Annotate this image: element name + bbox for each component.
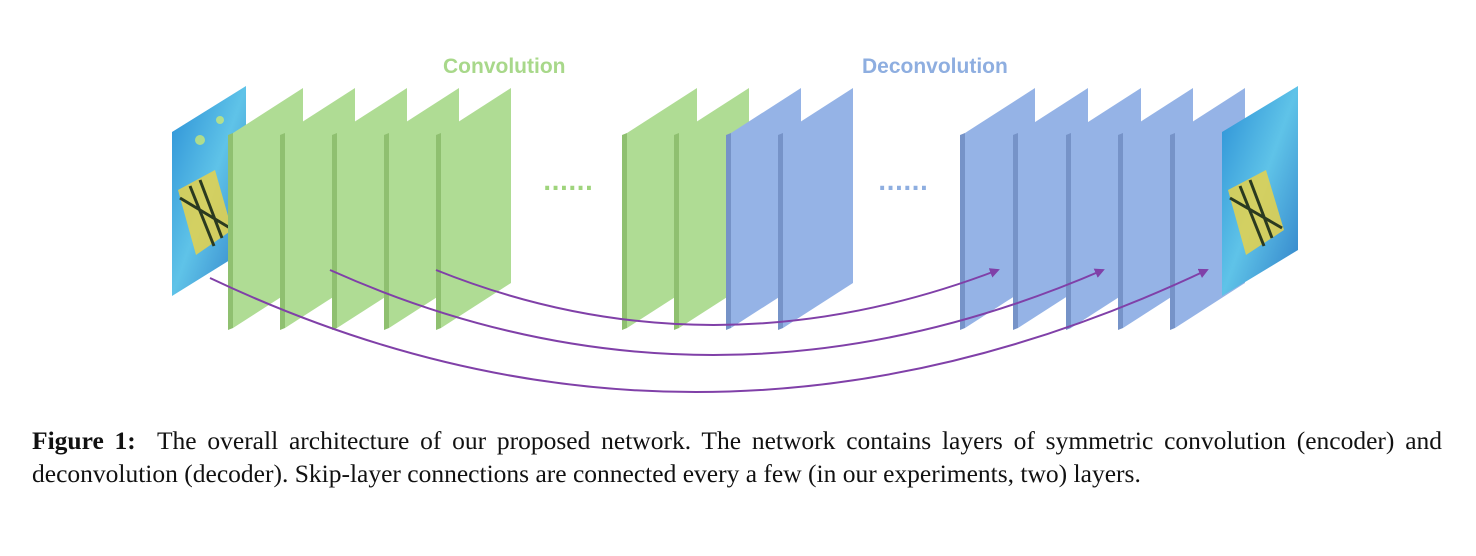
output-image — [1222, 86, 1298, 296]
figure-caption: Figure 1: The overall architecture of ou… — [32, 424, 1442, 490]
deconv-ellipsis: ...... — [878, 171, 928, 196]
caption-text: The overall architecture of our proposed… — [32, 426, 1443, 488]
skip-connection-arrow — [435, 268, 1000, 326]
input-image — [172, 86, 246, 296]
caption-label: Figure 1: — [32, 426, 136, 455]
deconv-layer-panel — [778, 88, 853, 330]
skip-connection-arrow — [209, 268, 1209, 394]
layer-stack — [228, 88, 1245, 330]
conv-layer-panel — [436, 88, 511, 330]
skip-connection-arrow — [329, 268, 1105, 356]
architecture-diagram: Convolution Deconvolution ...... ...... — [172, 55, 1298, 394]
deconvolution-label: Deconvolution — [862, 55, 1008, 78]
conv-ellipsis: ...... — [543, 171, 593, 196]
convolution-label: Convolution — [443, 55, 565, 78]
